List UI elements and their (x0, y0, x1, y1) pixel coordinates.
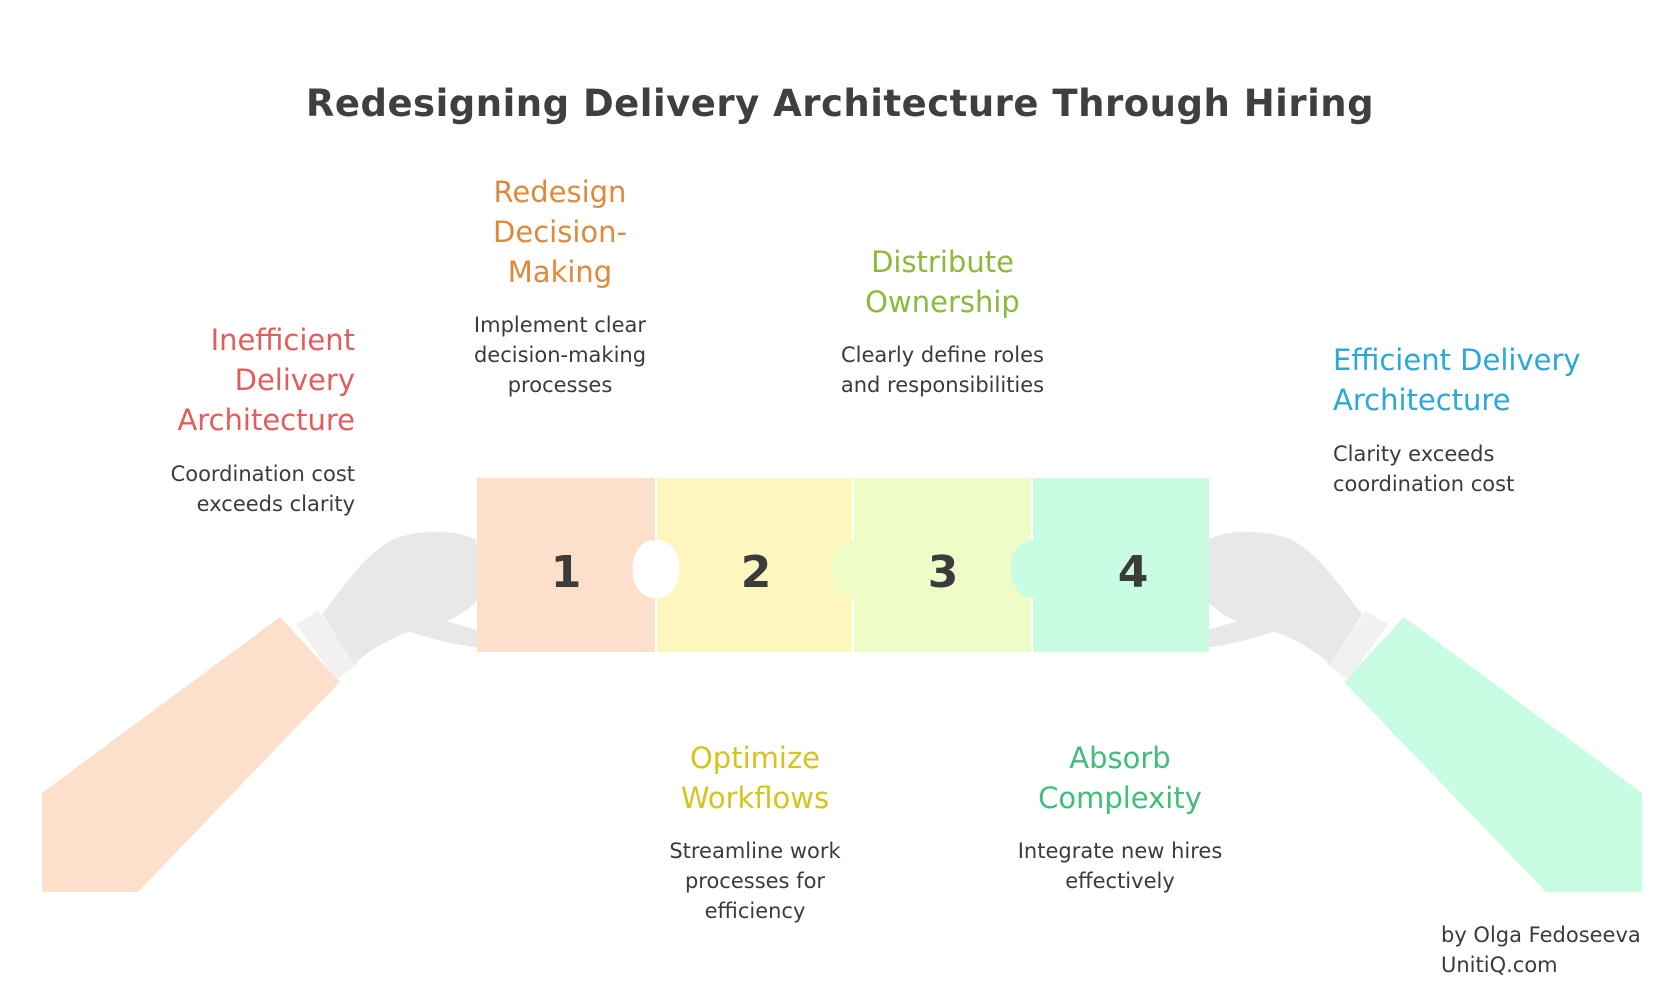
start-description: Coordination cost exceeds clarity (100, 459, 355, 519)
step-1-heading-line: Making (507, 255, 613, 289)
step-1-desc-line: decision-making (473, 343, 647, 367)
end-desc-line: coordination cost (1333, 472, 1515, 496)
end-heading: Efficient Delivery Architecture (1333, 340, 1663, 420)
start-heading-line: Inefficient (210, 323, 355, 357)
right-hand-icon (1200, 531, 1362, 664)
step-2-desc-line: efficiency (704, 899, 806, 923)
step-1-desc-line: processes (507, 373, 613, 397)
step-2-desc-line: Streamline work (669, 839, 841, 863)
puzzle-piece-1 (477, 478, 655, 652)
step-number-1: 1 (551, 547, 582, 598)
left-fingers-icon (400, 608, 500, 650)
left-cuff (296, 611, 358, 680)
step-4-heading-line: Complexity (1038, 781, 1202, 815)
step-3-heading-line: Ownership (865, 285, 1020, 319)
step-3-heading: Distribute Ownership (800, 242, 1085, 322)
right-cuff (1326, 611, 1388, 680)
step-1-heading-line: Decision- (493, 215, 627, 249)
step-4-description: Integrate new hires effectively (985, 836, 1255, 896)
step-4-desc-line: effectively (1065, 869, 1175, 893)
step-3-description: Clearly define roles and responsibilitie… (800, 340, 1085, 400)
step-1-desc-line: Implement clear (473, 313, 647, 337)
step-4-heading: Absorb Complexity (985, 738, 1255, 818)
start-desc-line: exceeds clarity (196, 492, 355, 516)
step-1-description: Implement clear decision-making processe… (440, 310, 680, 400)
start-heading-line: Architecture (177, 403, 355, 437)
page-title: Redesigning Delivery Architecture Throug… (305, 82, 1375, 125)
step-4-desc-line: Integrate new hires (1017, 839, 1223, 863)
end-heading-line: Efficient Delivery (1333, 343, 1581, 377)
end-description: Clarity exceeds coordination cost (1333, 439, 1663, 499)
step-1-heading-line: Redesign (493, 175, 627, 209)
step-number-3: 3 (928, 547, 959, 598)
step-2-description: Streamline work processes for efficiency (630, 836, 880, 926)
author-credit: by Olga Fedoseeva UnitiQ.com (1441, 920, 1676, 980)
start-heading-line: Delivery (234, 363, 355, 397)
step-2-desc-line: processes for (684, 869, 826, 893)
start-desc-line: Coordination cost (170, 462, 355, 486)
step-number-2: 2 (741, 547, 772, 598)
end-desc-line: Clarity exceeds (1333, 442, 1495, 466)
step-3-desc-line: and responsibilities (840, 373, 1045, 397)
author-website: UnitiQ.com (1441, 953, 1558, 977)
start-heading: Inefficient Delivery Architecture (100, 320, 355, 440)
left-sleeve (42, 617, 340, 892)
puzzle-piece-4 (1010, 478, 1209, 652)
right-sleeve (1344, 617, 1642, 892)
step-3-heading-line: Distribute (871, 245, 1014, 279)
left-hand-icon (322, 531, 484, 664)
step-2-heading: Optimize Workflows (630, 738, 880, 818)
step-2-heading-line: Workflows (680, 781, 830, 815)
step-4-heading-line: Absorb (1069, 741, 1171, 775)
puzzle-piece-3 (831, 478, 1054, 652)
end-heading-line: Architecture (1333, 383, 1511, 417)
step-number-4: 4 (1118, 547, 1149, 598)
step-1-heading: Redesign Decision- Making (440, 172, 680, 292)
author-name: by Olga Fedoseeva (1441, 923, 1641, 947)
step-2-heading-line: Optimize (689, 741, 821, 775)
puzzle-piece-2 (657, 478, 875, 652)
step-3-desc-line: Clearly define roles (841, 343, 1044, 367)
